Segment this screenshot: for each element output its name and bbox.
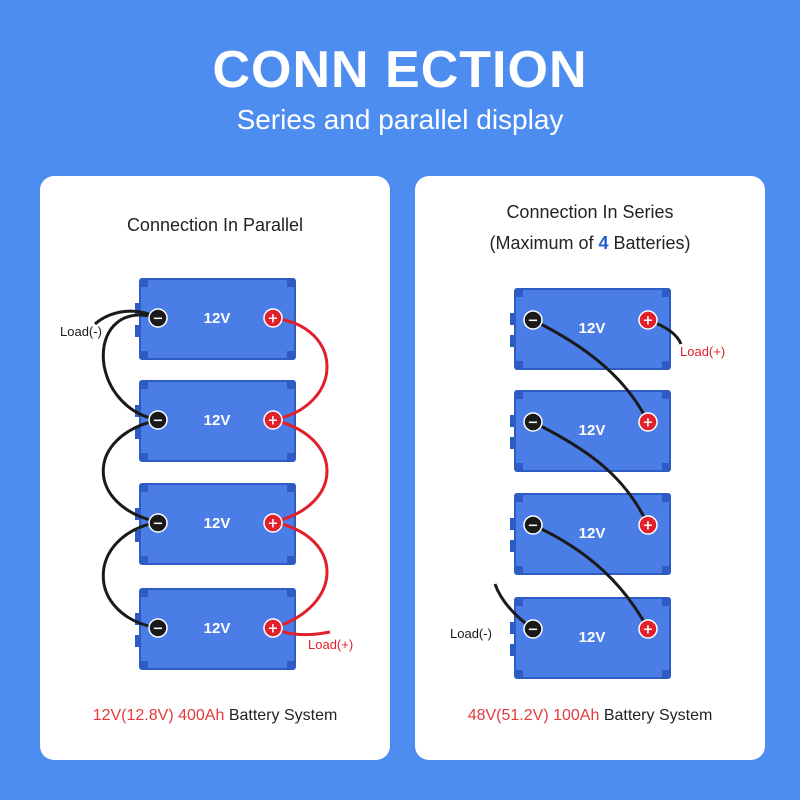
svg-text:+: + — [268, 622, 279, 637]
series-negative-terminal-icon: − — [523, 412, 543, 432]
svg-text:−: − — [528, 314, 539, 329]
series-note: (Maximum of 4 Batteries) — [415, 233, 765, 254]
series-negative-terminal-icon: − — [523, 515, 543, 535]
series-summary: 48V(51.2V) 100Ah Battery System — [415, 707, 765, 725]
series-load-positive-label: Load(+) — [680, 344, 725, 359]
series-wire-1-2 — [532, 318, 650, 423]
series-battery-voltage: 12V — [579, 629, 606, 646]
parallel-positive-wire-1-2 — [272, 316, 329, 422]
page-title: CONN ECTION — [212, 41, 588, 99]
parallel-battery-voltage: 12V — [204, 620, 231, 637]
svg-text:+: + — [643, 416, 654, 431]
series-battery-voltage: 12V — [579, 320, 606, 337]
svg-text:−: − — [153, 622, 164, 637]
parallel-battery: 12V — [135, 380, 296, 462]
series-wire-2-3 — [532, 420, 650, 526]
parallel-positive-terminal-icon: + — [263, 513, 283, 533]
parallel-negative-wire-2-3 — [101, 418, 159, 524]
parallel-load-positive-label: Load(+) — [308, 637, 353, 652]
series-battery: 12V — [510, 597, 671, 679]
parallel-panel: Connection In Parallel 12V 12V 12V 12V − + − +… — [40, 176, 390, 760]
parallel-positive-terminal-icon: + — [263, 618, 283, 638]
svg-text:−: − — [153, 517, 164, 532]
parallel-positive-terminal-icon: + — [263, 410, 283, 430]
parallel-negative-terminal-icon: − — [148, 513, 168, 533]
parallel-summary-spec: 12V(12.8V) 400Ah — [92, 707, 225, 724]
series-positive-terminal-icon: + — [638, 412, 658, 432]
series-battery-voltage: 12V — [579, 422, 606, 439]
svg-text:−: − — [153, 414, 164, 429]
series-battery-voltage: 12V — [579, 525, 606, 542]
series-panel: Connection In Series (Maximum of 4 Batte… — [415, 176, 765, 760]
parallel-positive-wire-3-4 — [272, 520, 329, 630]
page-subtitle: Series and parallel display — [236, 104, 564, 135]
parallel-diagram: 12V 12V 12V 12V − + − + − + − + Load(-) Load(+) — [60, 278, 353, 670]
series-negative-terminal-icon: − — [523, 310, 543, 330]
svg-text:+: + — [268, 312, 279, 327]
series-negative-terminal-icon: − — [523, 619, 543, 639]
series-summary-text: Battery System — [603, 707, 713, 724]
parallel-battery: 12V — [135, 588, 296, 670]
parallel-battery-voltage: 12V — [204, 412, 231, 429]
series-summary-spec: 48V(51.2V) 100Ah — [467, 707, 600, 724]
parallel-load-negative-label: Load(-) — [60, 324, 102, 339]
parallel-negative-wire-1-2 — [101, 313, 159, 422]
parallel-battery: 12V — [135, 278, 296, 360]
parallel-positive-terminal-icon: + — [263, 308, 283, 328]
svg-text:−: − — [528, 623, 539, 638]
series-battery: 12V — [510, 288, 671, 370]
series-battery: 12V — [510, 390, 671, 472]
parallel-negative-terminal-icon: − — [148, 308, 168, 328]
svg-text:−: − — [528, 416, 539, 431]
series-title: Connection In Series — [506, 202, 674, 222]
parallel-negative-wire-3-4 — [101, 520, 159, 630]
svg-text:+: + — [268, 414, 279, 429]
parallel-battery: 12V — [135, 483, 296, 565]
parallel-positive-wire-2-3 — [272, 418, 329, 524]
svg-text:−: − — [528, 519, 539, 534]
series-battery: 12V — [510, 493, 671, 575]
series-wire-3-4 — [532, 523, 650, 630]
svg-text:+: + — [643, 519, 654, 534]
series-load-negative-label: Load(-) — [450, 626, 492, 641]
series-note-prefix: (Maximum of — [489, 233, 594, 253]
parallel-negative-terminal-icon: − — [148, 410, 168, 430]
series-max-count: 4 — [598, 233, 609, 253]
parallel-summary: 12V(12.8V) 400Ah Battery System — [40, 707, 390, 725]
svg-text:+: + — [643, 314, 654, 329]
svg-text:+: + — [643, 623, 654, 638]
series-positive-terminal-icon: + — [638, 515, 658, 535]
series-diagram: 12V 12V 12V 12V − + − + − + − + Load(+) Load(-) — [450, 288, 725, 679]
series-note-suffix: Batteries) — [613, 233, 691, 253]
series-positive-terminal-icon: + — [638, 310, 658, 330]
series-positive-terminal-icon: + — [638, 619, 658, 639]
parallel-title: Connection In Parallel — [126, 215, 304, 235]
parallel-negative-terminal-icon: − — [148, 618, 168, 638]
svg-text:−: − — [153, 312, 164, 327]
parallel-battery-voltage: 12V — [204, 310, 231, 327]
parallel-summary-text: Battery System — [228, 707, 338, 724]
parallel-battery-voltage: 12V — [204, 515, 231, 532]
svg-text:+: + — [268, 517, 279, 532]
